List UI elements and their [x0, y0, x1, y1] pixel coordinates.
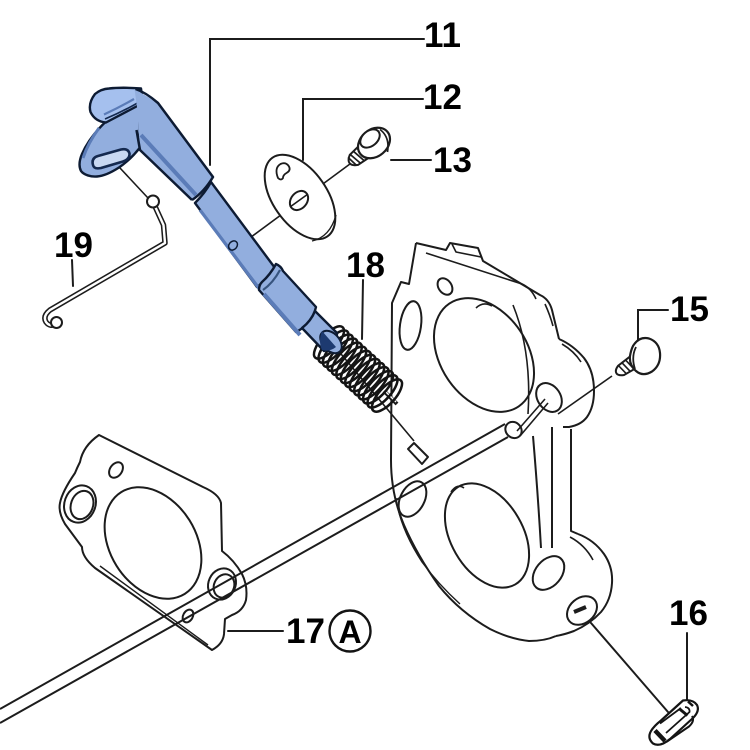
svg-text:19: 19: [54, 226, 93, 265]
svg-text:A: A: [338, 614, 361, 650]
svg-text:12: 12: [423, 78, 462, 117]
svg-text:18: 18: [346, 246, 385, 285]
svg-text:17: 17: [286, 612, 325, 651]
svg-text:16: 16: [669, 594, 708, 633]
svg-text:15: 15: [670, 290, 709, 329]
svg-text:13: 13: [433, 141, 472, 180]
svg-text:11: 11: [424, 16, 461, 55]
